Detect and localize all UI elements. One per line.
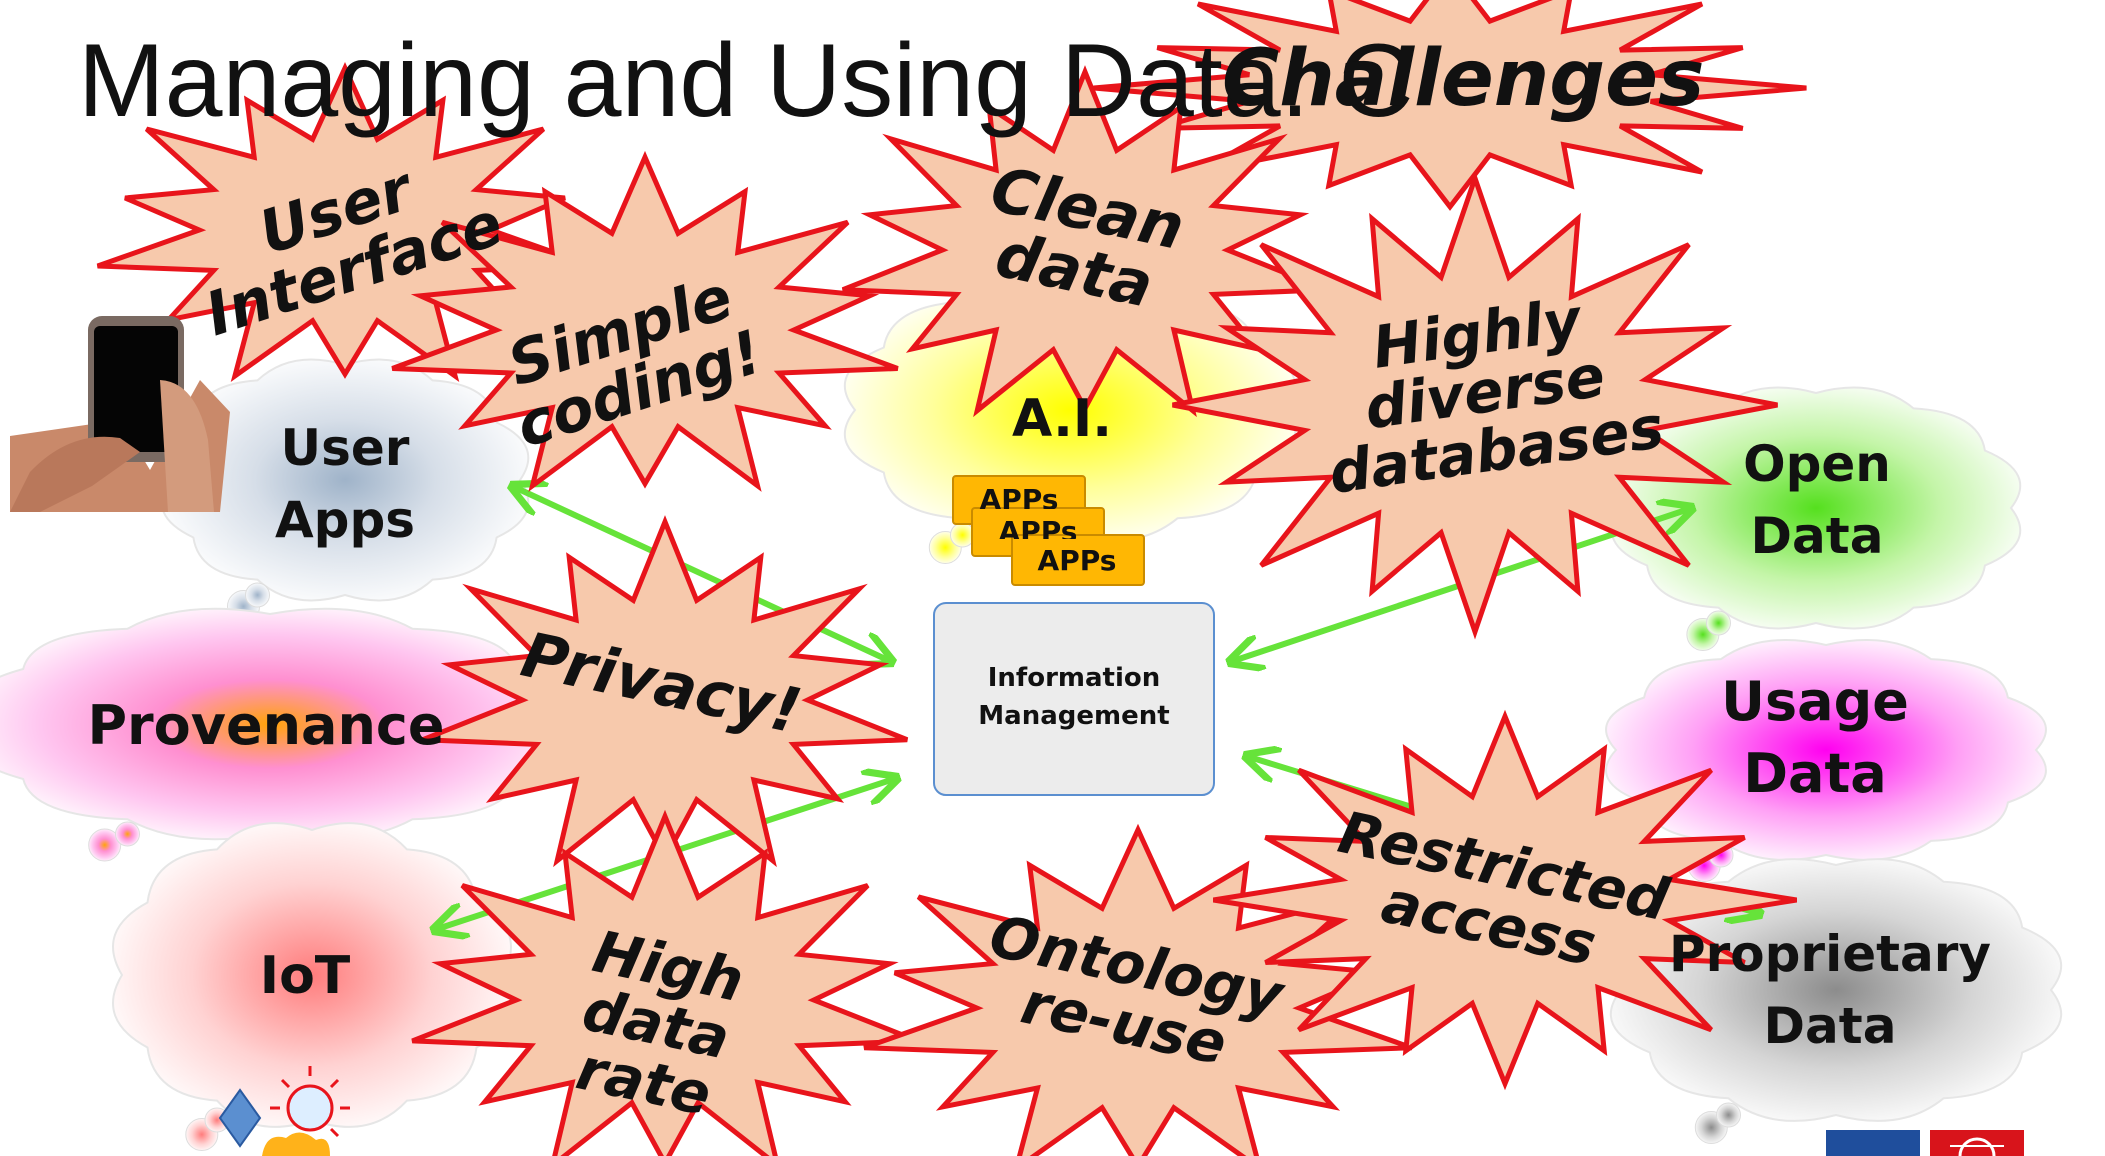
app-label-1: APPs [979, 483, 1059, 509]
challenges-burst [1093, 0, 1807, 211]
provenance-label: Provenance [87, 694, 445, 757]
app-box-3 [1011, 534, 1145, 586]
restricted-burst [1213, 709, 1797, 1091]
smartphone-hand-icon [10, 316, 230, 512]
information-management-label: Information Management [978, 663, 1170, 731]
app-label-2: APPs [998, 515, 1078, 539]
ai-label: A.I. [1011, 389, 1113, 449]
clean-data-burst [841, 65, 1329, 418]
proprietary-data-label: Proprietary Data [1668, 925, 1992, 1055]
iot-label: IoT [259, 946, 351, 1006]
iot-cloud [112, 822, 512, 1151]
arrow-user-apps [512, 486, 892, 662]
usage-data-label: Usage Data [1721, 670, 1909, 805]
organization-logo-icon [1826, 1130, 2024, 1156]
high-data-rate-burst [411, 809, 919, 1156]
user-apps-label: User Apps [274, 419, 416, 549]
page-title: Managing and Using Data: C [78, 23, 1414, 139]
highly-diverse-burst [1172, 170, 1778, 640]
bursts-layer [96, 0, 1807, 1156]
app-label-3: APPs [1037, 544, 1117, 577]
information-management-box [933, 602, 1215, 796]
simple-coding-burst [391, 150, 899, 492]
open-data-cloud [1610, 386, 2022, 651]
open-data-label: Open Data [1743, 435, 1891, 565]
challenges-callout: Challenges [1222, 34, 1705, 124]
iot-devices-icon [218, 1066, 350, 1156]
